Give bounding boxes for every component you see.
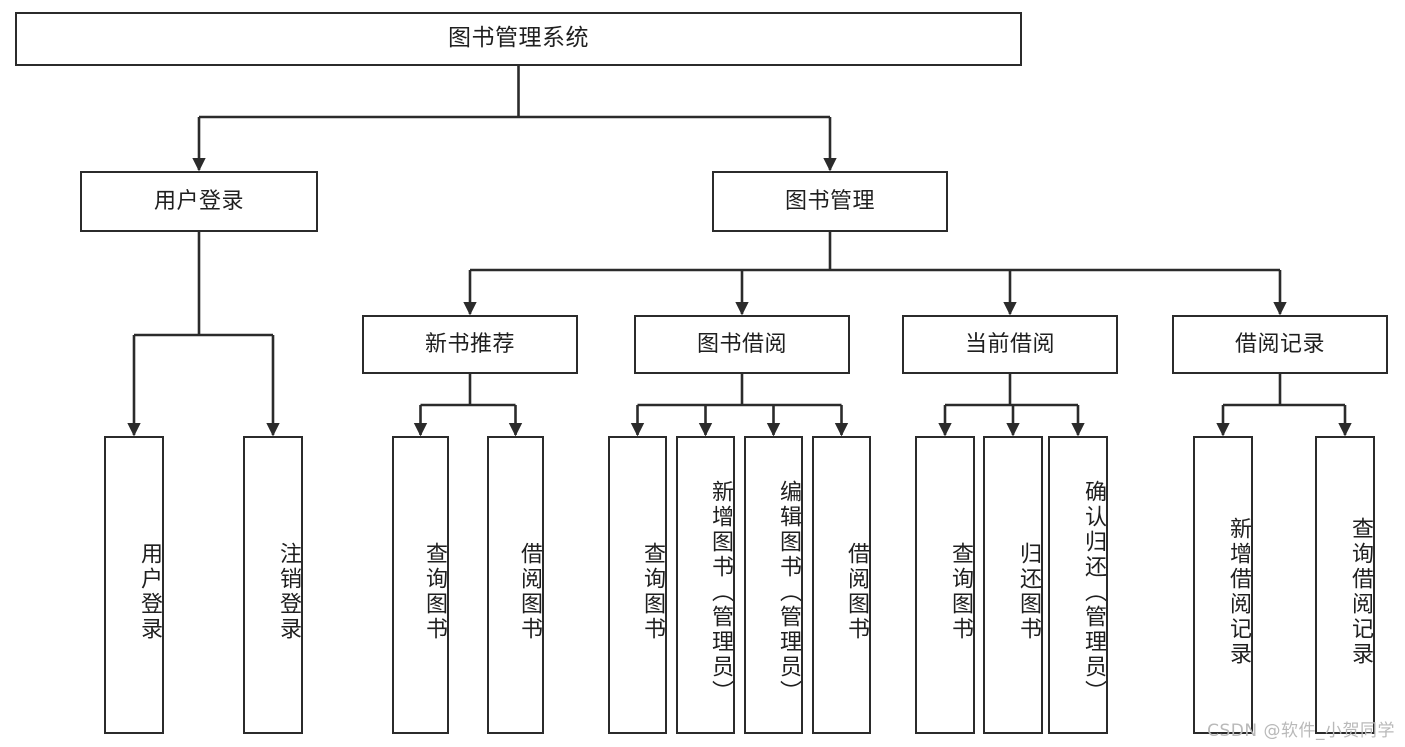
- node-book-borrow: 图书借阅: [634, 315, 850, 374]
- leaf-node-leaf-user-logout: 注销登录: [243, 436, 303, 734]
- leaf-node-leaf-user-login: 用户登录: [104, 436, 164, 734]
- leaf-node-leaf-return-book: 归还图书: [983, 436, 1043, 734]
- node-label: 图书管理: [784, 188, 875, 214]
- node-label: 借阅记录: [1234, 331, 1325, 357]
- node-current-borrow: 当前借阅: [902, 315, 1118, 374]
- node-label: 新增借阅记录: [1226, 517, 1251, 667]
- node-label: 编辑图书（管理员）: [776, 479, 801, 705]
- leaf-node-leaf-query-book-3: 查询图书: [915, 436, 975, 734]
- node-label: 确认归还（管理员）: [1081, 479, 1106, 705]
- node-label: 借阅图书: [844, 542, 869, 642]
- node-label: 新书推荐: [424, 331, 515, 357]
- leaf-node-leaf-edit-book: 编辑图书（管理员）: [744, 436, 803, 734]
- node-new-book-recommend: 新书推荐: [362, 315, 578, 374]
- node-label: 当前借阅: [964, 331, 1055, 357]
- node-label: 图书借阅: [696, 331, 787, 357]
- node-user-login: 用户登录: [80, 171, 318, 232]
- node-book-manage: 图书管理: [712, 171, 948, 232]
- leaf-node-leaf-borrow-book-2: 借阅图书: [812, 436, 871, 734]
- node-label: 注销登录: [276, 542, 301, 642]
- node-borrow-record: 借阅记录: [1172, 315, 1388, 374]
- root-node-root: 图书管理系统: [15, 12, 1022, 66]
- node-label: 查询借阅记录: [1348, 517, 1373, 667]
- node-label: 用户登录: [137, 542, 162, 642]
- leaf-node-leaf-confirm-return: 确认归还（管理员）: [1048, 436, 1108, 734]
- node-label: 查询图书: [948, 542, 973, 642]
- csdn-watermark: CSDN @软件_小贺同学: [1207, 721, 1395, 741]
- leaf-node-leaf-query-book-1: 查询图书: [392, 436, 449, 734]
- node-label: 用户登录: [153, 188, 244, 214]
- leaf-node-leaf-add-book: 新增图书（管理员）: [676, 436, 735, 734]
- node-label: 借阅图书: [517, 542, 542, 642]
- leaf-node-leaf-borrow-book-1: 借阅图书: [487, 436, 544, 734]
- node-label: 查询图书: [640, 542, 665, 642]
- node-label: 归还图书: [1016, 542, 1041, 642]
- leaf-node-leaf-add-record: 新增借阅记录: [1193, 436, 1253, 734]
- node-label: 图书管理系统: [448, 25, 589, 52]
- node-label: 新增图书（管理员）: [708, 479, 733, 705]
- node-label: 查询图书: [422, 542, 447, 642]
- leaf-node-leaf-query-record: 查询借阅记录: [1315, 436, 1375, 734]
- leaf-node-leaf-query-book-2: 查询图书: [608, 436, 667, 734]
